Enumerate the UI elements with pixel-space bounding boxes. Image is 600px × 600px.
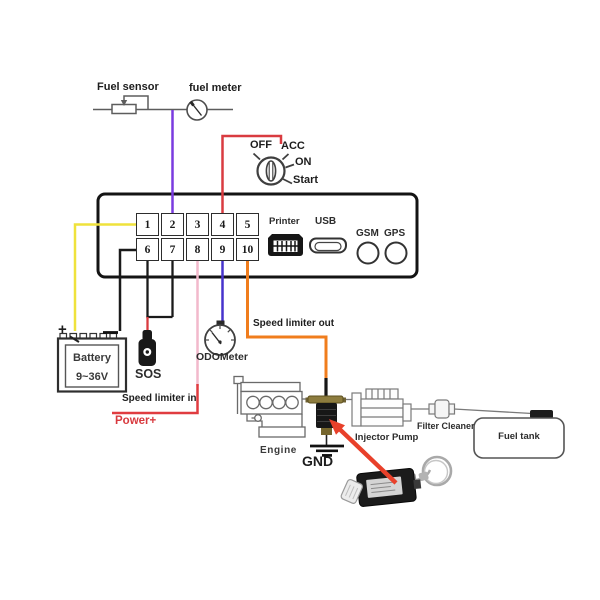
fuel-line — [411, 408, 533, 415]
sos-label: SOS — [135, 367, 162, 381]
cable-coil-icon — [421, 455, 453, 487]
power-plus-label: Power+ — [115, 415, 157, 427]
gsm-port-label: GSM — [356, 228, 379, 239]
ignition-switch-icon — [252, 152, 295, 186]
usb-port-icon — [309, 237, 347, 254]
wire-power-plus-red — [112, 384, 199, 415]
connector-pin-1: 1 — [136, 213, 159, 236]
wiper-arrow-icon — [120, 100, 128, 106]
connector-block: 1 2 3 4 5 6 7 8 9 10 — [136, 213, 259, 261]
sos-plug-icon — [138, 330, 156, 366]
battery-voltage-label: 9~36V — [75, 371, 109, 383]
ignition-off-label: OFF — [250, 139, 272, 151]
ignition-acc-label: ACC — [281, 140, 305, 152]
injector-pump-label: Injector Pump — [355, 432, 419, 443]
callout-arrow-icon — [329, 419, 398, 485]
fuel-tank-cap — [530, 410, 553, 419]
filter-cleaner-icon — [428, 399, 456, 419]
connector-pin-6: 6 — [136, 238, 159, 261]
gps-antenna-port-icon — [384, 241, 408, 265]
ground-icon — [310, 444, 344, 457]
connector-pin-10: 10 — [236, 238, 259, 261]
filter-cleaner-label: Filter Cleaner — [417, 421, 475, 431]
gnd-label: GND — [302, 453, 334, 469]
engine-label: Engine — [260, 445, 297, 456]
connector-pin-7: 7 — [161, 238, 184, 261]
gsm-antenna-port-icon — [356, 241, 380, 265]
connector-pin-3: 3 — [186, 213, 209, 236]
fuel-meter-gauge-icon — [186, 99, 208, 121]
wire-acc-red — [221, 134, 283, 216]
ignition-on-label: ON — [295, 156, 312, 168]
fuel-sensor-circuit — [93, 95, 233, 115]
speed-limiter-out-label: Speed limiter out — [253, 318, 335, 329]
connector-pin-2: 2 — [161, 213, 184, 236]
usb-port-label: USB — [315, 216, 337, 227]
connector-pin-9: 9 — [211, 238, 234, 261]
wire-sos-black — [146, 261, 174, 319]
injector-pump-icon — [351, 388, 412, 427]
wire-speed-limiter-out-orange — [246, 261, 328, 381]
connector-pin-8: 8 — [186, 238, 209, 261]
odometer-gauge-icon — [204, 320, 236, 356]
fuel-meter-label: fuel meter — [189, 82, 242, 94]
odometer-label: ODOMeter — [196, 351, 248, 363]
engine-icon — [233, 375, 310, 438]
connector-pin-4: 4 — [211, 213, 234, 236]
fuel-tank-icon — [473, 417, 565, 459]
gps-port-label: GPS — [384, 228, 406, 239]
printer-port-icon — [268, 234, 303, 256]
connector-pin-5: 5 — [236, 213, 259, 236]
ignition-start-label: Start — [293, 174, 319, 186]
printer-port-label: Printer — [269, 216, 300, 227]
battery-icon — [56, 331, 128, 393]
battery-plus-symbol: + — [58, 321, 67, 338]
battery-name-label: Battery — [73, 352, 111, 364]
speed-limiter-in-label: Speed limiter in — [122, 393, 197, 404]
fuel-sensor-label: Fuel sensor — [97, 81, 159, 93]
fuel-tank-label: Fuel tank — [498, 431, 540, 442]
wire-battery-positive-yellow — [73, 223, 150, 331]
